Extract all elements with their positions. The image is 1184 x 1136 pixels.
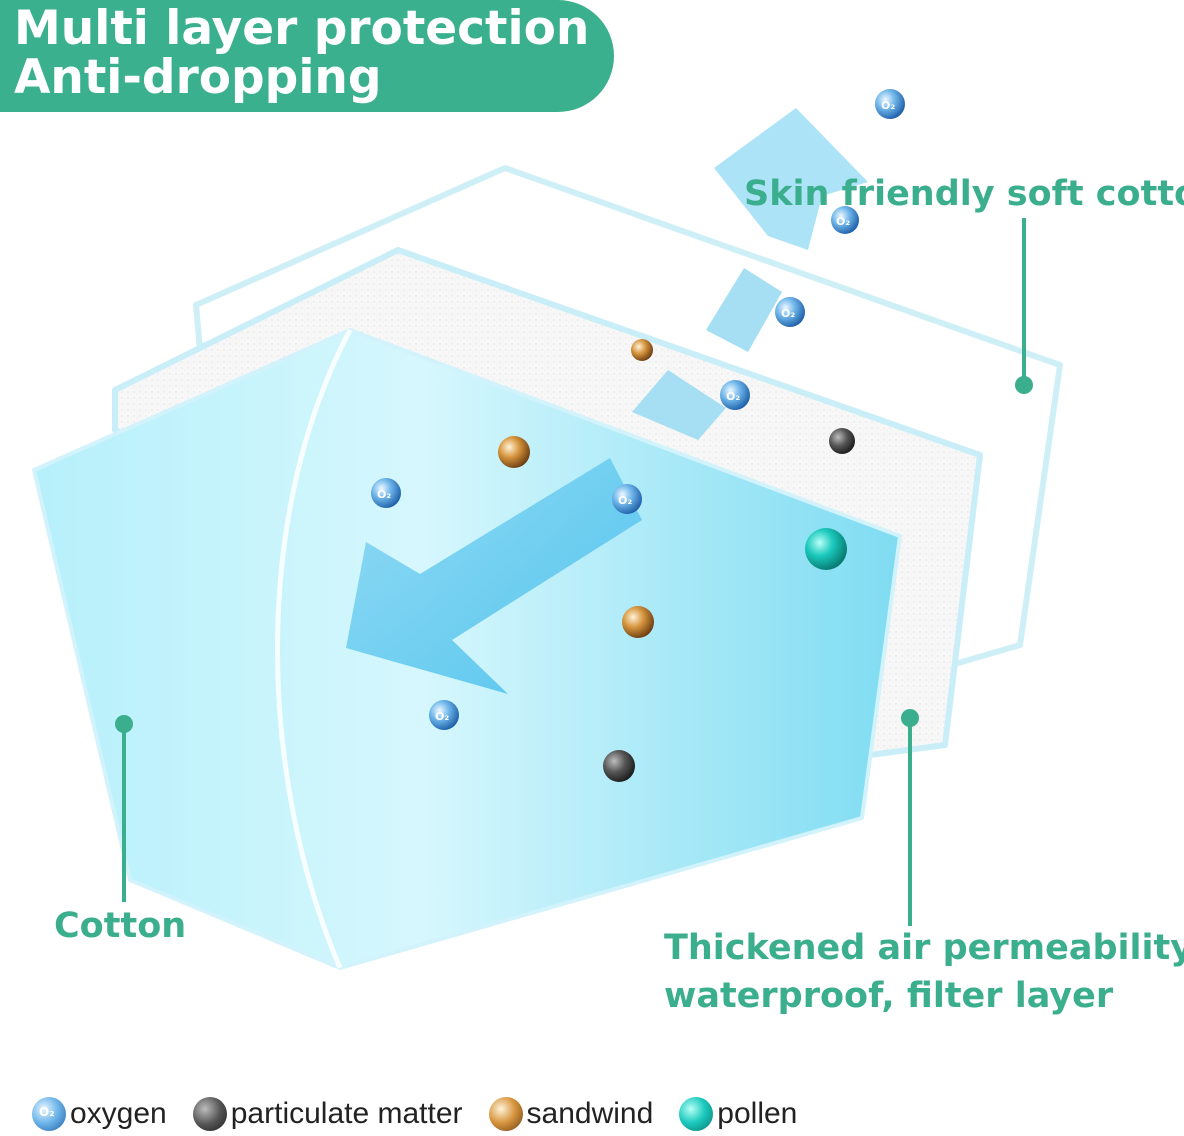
callout-dot-cotton: [115, 715, 133, 733]
legend-label: sandwind: [527, 1097, 654, 1131]
svg-text:O₂: O₂: [781, 307, 795, 320]
legend: oxygen particulate matter sandwind polle…: [32, 1092, 823, 1136]
legend-item-pollen: pollen: [679, 1097, 797, 1131]
callout-dot-skin: [1015, 376, 1033, 394]
svg-text:O₂: O₂: [836, 215, 850, 228]
label-filter-line-1: Thickened air permeability,: [664, 924, 1184, 972]
particulate-particle: [829, 428, 855, 454]
sandwind-icon: [489, 1097, 523, 1131]
oxygen-particle: O₂: [720, 380, 750, 410]
oxygen-particle: O₂: [775, 297, 805, 327]
sandwind-particle: [631, 339, 653, 361]
pollen-icon: [679, 1097, 713, 1131]
sandwind-particle: [498, 436, 530, 468]
legend-item-oxygen: oxygen: [32, 1097, 167, 1131]
svg-text:O₂: O₂: [618, 494, 632, 507]
oxygen-particle: O₂: [875, 89, 905, 119]
legend-label: oxygen: [70, 1097, 167, 1131]
legend-item-sandwind: sandwind: [489, 1097, 654, 1131]
callout-dot-filter: [901, 709, 919, 727]
label-filter-line-2: waterproof, filter layer: [664, 972, 1184, 1020]
label-filter-layer: Thickened air permeability, waterproof, …: [664, 924, 1184, 1020]
oxygen-particle: O₂: [612, 484, 642, 514]
svg-text:O₂: O₂: [881, 99, 895, 112]
legend-label: pollen: [717, 1097, 797, 1131]
oxygen-particle: O₂: [429, 700, 459, 730]
svg-text:O₂: O₂: [726, 390, 740, 403]
legend-item-particulate: particulate matter: [193, 1097, 463, 1131]
particulate-icon: [193, 1097, 227, 1131]
oxygen-particle: O₂: [371, 478, 401, 508]
label-skin-friendly-cotton: Skin friendly soft cotton: [744, 174, 1184, 214]
sandwind-particle: [622, 606, 654, 638]
svg-text:O₂: O₂: [435, 710, 449, 723]
svg-text:O₂: O₂: [377, 488, 391, 501]
label-cotton: Cotton: [54, 906, 186, 946]
particulate-particle: [603, 750, 635, 782]
legend-label: particulate matter: [231, 1097, 463, 1131]
pollen-particle: [805, 528, 847, 570]
oxygen-icon: [32, 1097, 66, 1131]
